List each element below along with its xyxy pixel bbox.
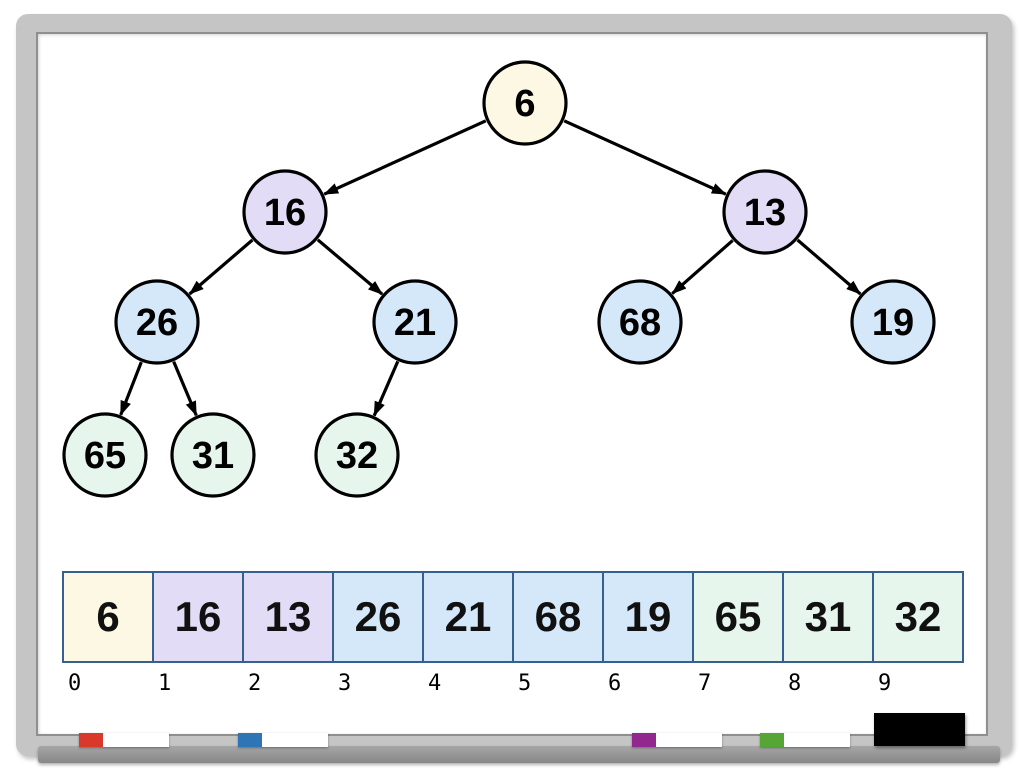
edge-26-65 — [119, 361, 143, 416]
tree-node-4 — [372, 279, 458, 365]
whiteboard-eraser — [874, 713, 965, 746]
tree-node-1 — [242, 169, 328, 255]
edge-26-31 — [172, 360, 198, 417]
tree-node-9 — [314, 412, 400, 498]
marker-tray — [38, 746, 1000, 763]
green-marker-body — [784, 733, 850, 747]
red-marker — [79, 733, 169, 747]
edge-16-21 — [316, 238, 384, 296]
array-index-labels: 0 1 2 3 4 5 6 7 8 9 — [62, 671, 962, 696]
purple-marker — [632, 733, 722, 747]
array-cell-7: 65 — [693, 572, 783, 662]
edge-6-13 — [563, 119, 727, 196]
array-index-8: 8 — [788, 671, 802, 696]
green-marker-cap-icon — [760, 733, 784, 747]
tree-node-0 — [482, 60, 568, 146]
blue-marker-body — [262, 733, 328, 747]
array-cell-1: 16 — [153, 572, 243, 662]
array-cell-8: 31 — [783, 572, 873, 662]
array-cell-5: 68 — [513, 572, 603, 662]
tree-node-8-label: 31 — [192, 435, 234, 477]
tree-node-6 — [850, 279, 936, 365]
edge-21-32 — [372, 360, 400, 417]
tree-node-labels: 6 16 13 26 21 68 19 65 31 32 — [84, 83, 914, 477]
array-index-3: 3 — [338, 671, 352, 696]
tree-node-9-label: 32 — [336, 435, 378, 477]
edge-6-16 — [323, 119, 487, 196]
tree-node-5 — [597, 279, 683, 365]
array-index-4: 4 — [428, 671, 442, 696]
tree-node-3 — [114, 279, 200, 365]
tree-node-2-label: 13 — [744, 192, 786, 234]
tree-node-1-label: 16 — [264, 192, 306, 234]
blue-marker-cap-icon — [238, 733, 262, 747]
blue-marker — [238, 733, 328, 747]
purple-marker-cap-icon — [632, 733, 656, 747]
edge-13-68 — [671, 239, 734, 295]
tree-node-6-label: 19 — [872, 302, 914, 344]
array-cell-0: 6 — [63, 572, 153, 662]
tree-node-5-label: 68 — [619, 302, 661, 344]
edge-16-26 — [188, 238, 254, 296]
array-index-9: 9 — [878, 671, 892, 696]
heap-array: 6 16 13 26 21 68 19 65 31 32 — [62, 571, 964, 663]
tree-node-7-label: 65 — [84, 435, 126, 477]
array-cell-9: 32 — [873, 572, 963, 662]
tree-node-2 — [722, 169, 808, 255]
array-index-2: 2 — [248, 671, 262, 696]
array-index-7: 7 — [698, 671, 712, 696]
tree-edges — [119, 119, 862, 417]
tree-nodes — [62, 60, 936, 498]
tree-node-0-label: 6 — [514, 83, 535, 125]
tree-node-3-label: 26 — [136, 302, 178, 344]
red-marker-cap-icon — [79, 733, 103, 747]
green-marker — [760, 733, 850, 747]
purple-marker-body — [656, 733, 722, 747]
edge-13-19 — [796, 238, 862, 296]
array-index-1: 1 — [158, 671, 172, 696]
tree-node-4-label: 21 — [394, 302, 436, 344]
array-index-0: 0 — [68, 671, 82, 696]
tree-node-8 — [170, 412, 256, 498]
array-cell-2: 13 — [243, 572, 333, 662]
array-index-5: 5 — [518, 671, 532, 696]
tree-node-7 — [62, 412, 148, 498]
array-index-6: 6 — [608, 671, 622, 696]
array-cell-4: 21 — [423, 572, 513, 662]
red-marker-body — [103, 733, 169, 747]
array-cell-3: 26 — [333, 572, 423, 662]
array-cell-6: 19 — [603, 572, 693, 662]
